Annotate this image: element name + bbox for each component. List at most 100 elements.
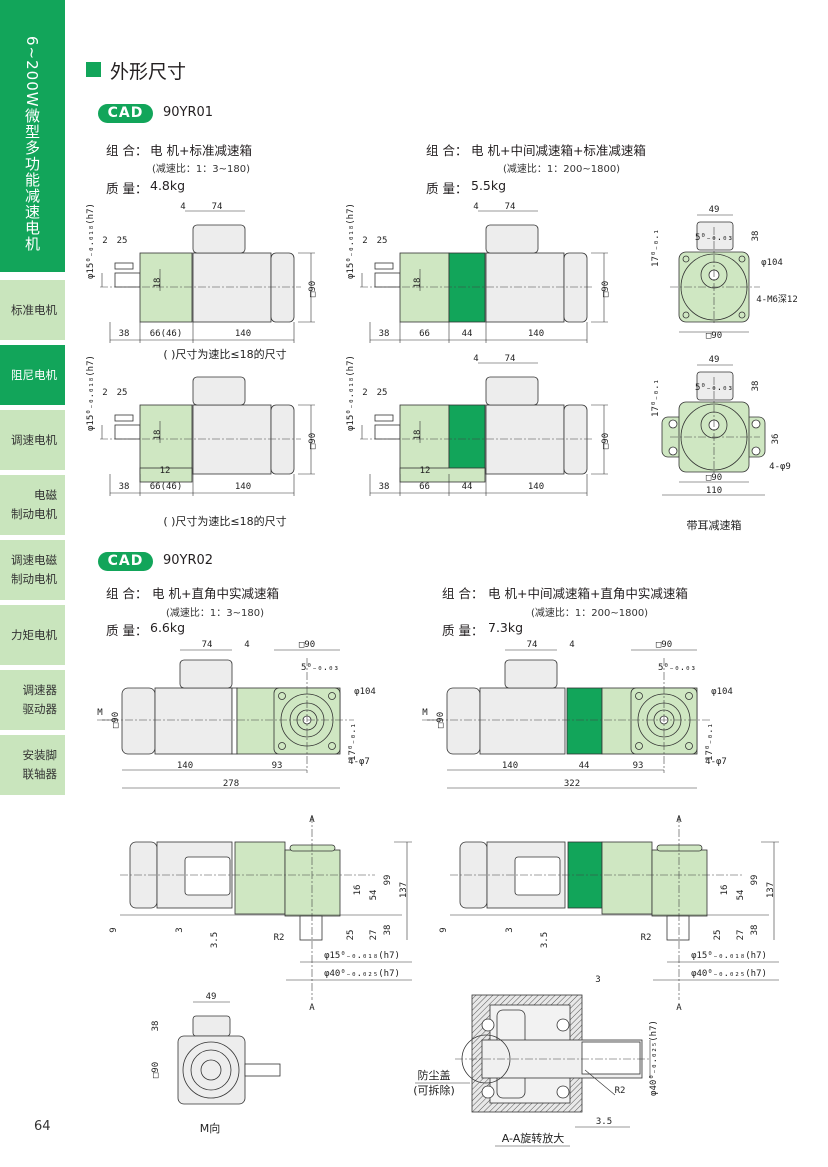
cad-badge[interactable]: CAD: [98, 552, 153, 571]
dimension-label: 44: [579, 761, 590, 771]
dimension-label: 3: [505, 927, 515, 932]
sidebar-item[interactable]: 调速器 驱动器: [0, 670, 65, 730]
fan-ring: [182, 1041, 240, 1099]
spacer: [231, 687, 238, 755]
dimension-label: φ15⁰₋₀.₀₁₈(h7): [324, 951, 400, 961]
section-title: 外形尺寸: [110, 61, 187, 83]
housing-cap: [289, 844, 336, 852]
bolt-hole: [682, 311, 690, 319]
dimension-label: 3.5: [596, 1117, 612, 1127]
fan-ring: [190, 1049, 232, 1091]
hollow-shaft-housing: [651, 849, 708, 917]
dimension-label: A-A旋转放大: [502, 1131, 565, 1145]
dimension-label: 38: [379, 482, 390, 492]
sidebar-item-label: 调速器 驱动器: [22, 683, 58, 716]
dimension-label: 140: [502, 761, 518, 771]
intermediate-gearbox: [448, 252, 486, 323]
sidebar-item-label: 力矩电机: [11, 627, 57, 642]
motor-body: [479, 687, 566, 755]
sidebar-header: 6~200W微型多功能减速电机: [0, 0, 65, 272]
motor-body: [485, 404, 565, 475]
ratio: (减速比：1：200~1800): [503, 164, 621, 175]
sidebar-item[interactable]: 调速电机: [0, 410, 65, 470]
shaft: [374, 424, 401, 440]
dimension-label: 16: [353, 885, 363, 896]
ratio: (减速比：1：3~180): [166, 608, 264, 619]
motor-end-view: [177, 1035, 246, 1105]
dimension-label: 140: [235, 329, 251, 339]
dimension-label: ( )尺寸为速比≤18的尺寸: [163, 514, 286, 528]
bearing: [556, 1018, 570, 1032]
dimension-label: 4-φ9: [769, 462, 791, 472]
dimension-label: 66(46): [150, 482, 183, 492]
bolt-hole: [328, 742, 336, 750]
dimension-label: 18: [413, 278, 423, 289]
mass-label: 质 量：: [106, 623, 148, 638]
dimension-label: 18: [153, 278, 163, 289]
motor-body: [192, 252, 272, 323]
sidebar-item[interactable]: 阻尼电机: [0, 345, 65, 405]
shaft: [114, 272, 141, 288]
dimension-label: φ15⁰₋₀.₀₁₈(h7): [346, 203, 356, 279]
dimension-label: 38: [751, 231, 761, 242]
dimension-label: 16: [720, 885, 730, 896]
combo-value: 电 机+直角中实减速箱: [152, 586, 279, 601]
dimension-label: M: [422, 708, 428, 718]
dimension-label: φ40⁰₋₀.₀₂₅(h7): [324, 969, 400, 979]
dimension-label: □90: [299, 640, 315, 650]
dimension-label: 3.5: [540, 932, 550, 948]
sidebar-item[interactable]: 安装脚 联轴器: [0, 735, 65, 795]
dimension-label: 66(46): [150, 329, 183, 339]
dimension-label: 4: [569, 640, 574, 650]
ratio: (减速比：1：200~1800): [531, 608, 649, 619]
mass-value: 5.5kg: [471, 178, 507, 193]
dimension-label: 5⁰₋₀.₀₃: [301, 663, 339, 673]
sidebar-item[interactable]: 电磁 制动电机: [0, 475, 65, 535]
dimension-label: 93: [272, 761, 283, 771]
hollow-shaft-housing: [284, 849, 341, 917]
fan-ring: [200, 1059, 222, 1081]
motor-body: [485, 252, 565, 323]
dimension-label: R2: [641, 933, 652, 943]
dimension-label: 93: [633, 761, 644, 771]
shaft-key: [114, 414, 134, 422]
dimension-label: A: [676, 815, 682, 825]
dimension-label: 322: [564, 779, 580, 789]
dimension-label: 17⁰₋₀.₁: [348, 723, 358, 761]
dimension-label: 110: [706, 486, 722, 496]
dimension-label: □90: [601, 433, 611, 449]
dimension-label: 9: [109, 927, 119, 932]
dimension-label: 49: [709, 205, 720, 215]
motor-body: [154, 687, 233, 755]
dimension-label: M: [97, 708, 103, 718]
sidebar-item[interactable]: 标准电机: [0, 280, 65, 340]
motor-end-cap: [121, 687, 156, 755]
shaft: [114, 424, 141, 440]
dimension-label: 9: [439, 927, 449, 932]
bolt-hole: [685, 692, 693, 700]
dimension-label: 99: [750, 875, 760, 886]
dimension-label: A: [309, 1003, 315, 1013]
motor-body: [192, 404, 272, 475]
gearbox: [234, 841, 286, 915]
sidebar-item-label: 标准电机: [11, 302, 57, 317]
terminal-box: [485, 224, 539, 254]
dimension-label: R2: [615, 1086, 626, 1096]
dimension-label: 5⁰₋₀.₀₃: [658, 663, 696, 673]
dimension-label: 4: [180, 202, 185, 212]
combo-label: 组 合：: [442, 586, 484, 601]
gearbox: [139, 252, 193, 323]
sidebar-item[interactable]: 调速电磁 制动电机: [0, 540, 65, 600]
sidebar-item[interactable]: 力矩电机: [0, 605, 65, 665]
sidebar-item-label: 电磁 制动电机: [11, 488, 57, 521]
cad-badge[interactable]: CAD: [98, 104, 153, 123]
dimension-label: 25: [377, 388, 388, 398]
dimension-label: 38: [751, 381, 761, 392]
dimension-label: 137: [399, 882, 409, 898]
sidebar-item-label: 安装脚 联轴器: [22, 748, 58, 781]
